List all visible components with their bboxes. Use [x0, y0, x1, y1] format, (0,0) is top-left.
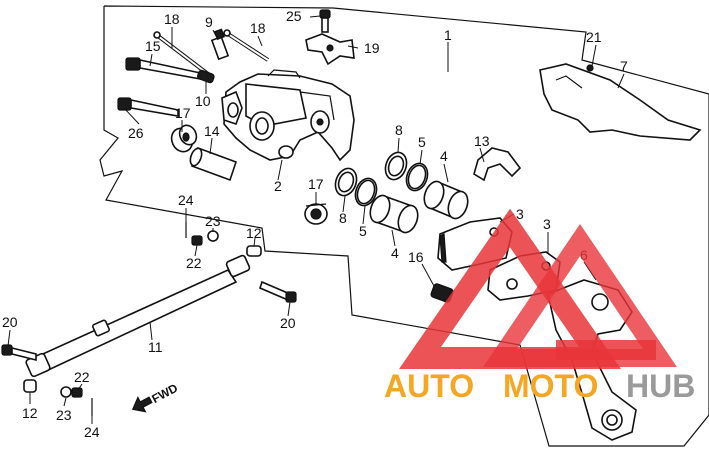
pad-spring-13 — [473, 147, 522, 182]
bracket-19 — [305, 33, 355, 66]
assembly-boundary — [99, 5, 709, 447]
boot-17-upper — [170, 124, 198, 153]
callout-22: 22 — [186, 255, 202, 271]
leader-lines — [7, 15, 625, 424]
fwd-label: FWD — [149, 381, 180, 406]
callout-21: 21 — [586, 29, 602, 45]
callout-23: 23 — [56, 407, 72, 423]
callout-8: 8 — [395, 122, 403, 138]
callout-5: 5 — [359, 223, 367, 239]
nut-22-lower — [71, 387, 83, 398]
callout-9: 9 — [205, 14, 213, 30]
callout-22: 22 — [74, 369, 90, 385]
boot-17-lower — [304, 203, 328, 225]
callout-14: 14 — [204, 123, 220, 139]
fwd-arrow: FWD — [131, 381, 180, 413]
callout-26: 26 — [128, 125, 144, 141]
callout-3: 3 — [543, 216, 551, 232]
callout-13: 13 — [474, 133, 490, 149]
caliper-body-2 — [221, 69, 355, 162]
callout-23: 23 — [205, 213, 221, 229]
callout-18: 18 — [164, 11, 180, 27]
callout-15: 15 — [145, 38, 161, 54]
washer-23-upper — [207, 230, 219, 242]
piston-seal-8-lower — [334, 167, 358, 197]
callout-10: 10 — [195, 93, 211, 109]
bolt-20-right — [259, 280, 297, 303]
callout-4: 4 — [440, 148, 448, 164]
bleed-valve-9 — [210, 28, 230, 61]
dust-seal-5-upper — [405, 162, 429, 192]
sleeve-14 — [189, 146, 238, 182]
callout-1: 1 — [444, 27, 452, 43]
watermark-logo — [399, 208, 677, 369]
callout-16: 16 — [408, 249, 424, 265]
callout-24: 24 — [178, 192, 194, 208]
nut-22-upper — [191, 235, 203, 246]
callout-17: 17 — [175, 105, 191, 121]
torque-rod-11 — [25, 254, 251, 378]
watermark-text: AUTO MOTO HUB — [384, 368, 695, 404]
cap-10 — [197, 69, 215, 84]
callout-3: 3 — [516, 206, 524, 222]
callout-19: 19 — [364, 40, 380, 56]
bolt-26 — [117, 97, 179, 117]
callout-11: 11 — [148, 339, 163, 355]
piston-4-upper — [423, 180, 469, 220]
callout-18: 18 — [250, 20, 266, 36]
bolt-20-left — [1, 344, 37, 362]
watermark-hub: HUB — [626, 368, 695, 404]
pin-bolt-18-right — [223, 29, 270, 62]
callout-12: 12 — [246, 225, 262, 241]
collar-12-lower — [23, 379, 37, 393]
bolt-15 — [125, 57, 207, 81]
callout-4: 4 — [391, 245, 399, 261]
bolt-25 — [319, 9, 331, 33]
callout-20: 20 — [280, 315, 296, 331]
collar-12-upper — [246, 245, 262, 257]
watermark-moto: MOTO — [503, 368, 598, 404]
callout-24: 24 — [84, 424, 100, 440]
callout-17: 17 — [308, 176, 324, 192]
piston-seal-8-upper — [384, 151, 408, 181]
callout-20: 20 — [2, 314, 18, 330]
callout-12: 12 — [22, 405, 38, 421]
cover-7 — [539, 63, 702, 141]
callout-7: 7 — [620, 58, 628, 74]
callout-25: 25 — [286, 8, 302, 24]
pin-bolt-18-left — [153, 31, 210, 76]
piston-4-lower — [369, 194, 419, 234]
callout-5: 5 — [418, 134, 426, 150]
washer-23-lower — [60, 386, 72, 398]
callout-2: 2 — [274, 178, 282, 194]
callout-labels: 18 9 18 25 15 19 1 21 7 10 17 26 14 8 5 … — [2, 8, 628, 440]
watermark-auto: AUTO — [384, 368, 474, 404]
dust-seal-5-lower — [354, 177, 378, 207]
callout-8: 8 — [339, 210, 347, 226]
